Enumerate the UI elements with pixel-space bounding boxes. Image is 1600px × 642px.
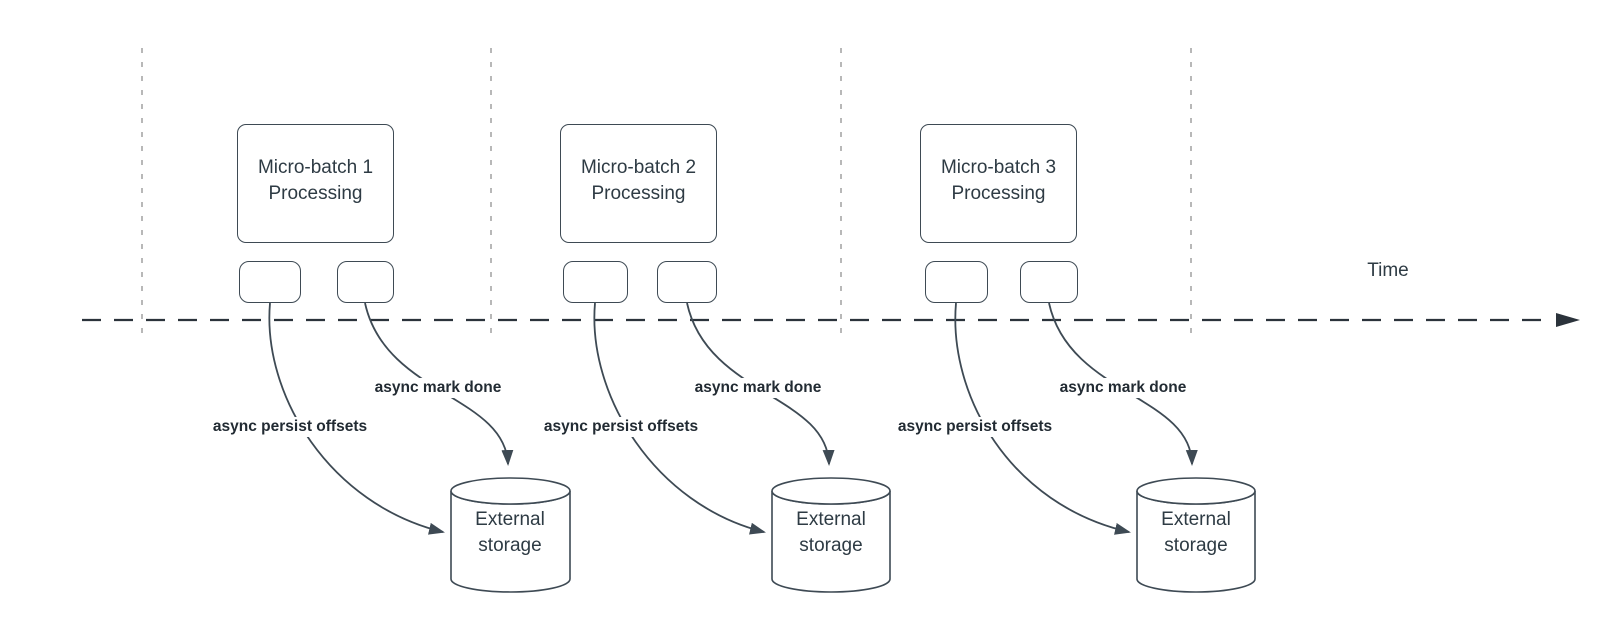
persist-offsets-task-box-2 <box>563 261 628 303</box>
persist-offsets-label-3: async persist offsets <box>894 417 1056 437</box>
persist-offsets-arrow-2 <box>593 302 766 535</box>
micro-batch-title-2: Micro-batch 2 Processing <box>580 156 697 204</box>
mark-done-label-3: async mark done <box>1056 378 1190 398</box>
mark-done-task-box-1 <box>337 261 394 303</box>
persist-offsets-arrow-3 <box>954 302 1131 535</box>
external-storage-cylinder-2 <box>771 477 891 593</box>
micro-batch-box-1: Micro-batch 1 Processing <box>237 124 394 243</box>
external-storage-cylinder-3 <box>1136 477 1256 593</box>
time-axis-arrowhead-icon <box>1556 313 1580 327</box>
micro-batch-title-1: Micro-batch 1 Processing <box>257 156 374 204</box>
mark-done-task-box-3 <box>1020 261 1078 303</box>
persist-offsets-label-2: async persist offsets <box>540 417 702 437</box>
external-storage-label-1: External storage <box>475 509 545 556</box>
mark-done-label-2: async mark done <box>691 378 825 398</box>
persist-offsets-task-box-1 <box>239 261 301 303</box>
micro-batch-title-3: Micro-batch 3 Processing <box>940 156 1057 204</box>
external-storage-label-2: External storage <box>796 509 866 556</box>
time-axis-label: Time <box>1367 260 1409 281</box>
micro-batch-box-2: Micro-batch 2 Processing <box>560 124 717 243</box>
external-storage-label-3: External storage <box>1161 509 1231 556</box>
mark-done-task-box-2 <box>657 261 717 303</box>
persist-offsets-task-box-3 <box>925 261 988 303</box>
micro-batch-box-3: Micro-batch 3 Processing <box>920 124 1077 243</box>
persist-offsets-label-1: async persist offsets <box>209 417 371 437</box>
external-storage-cylinder-1 <box>450 477 571 593</box>
persist-offsets-arrow-1 <box>268 302 445 535</box>
mark-done-label-1: async mark done <box>371 378 505 398</box>
